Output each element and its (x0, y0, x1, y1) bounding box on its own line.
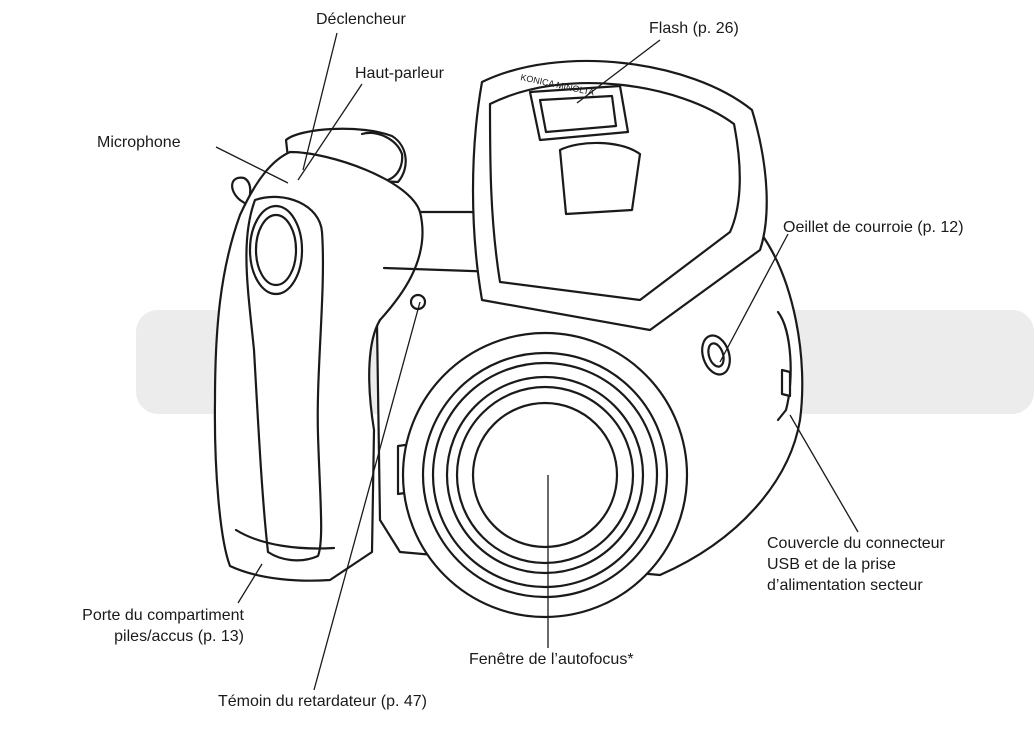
label-temoin: Témoin du retardateur (p. 47) (218, 693, 427, 710)
label-porte-line2: piles/accus (p. 13) (114, 628, 244, 645)
label-couvercle-line3: d’alimentation secteur (767, 577, 923, 594)
leader-microphone (215, 146, 289, 184)
label-haut-parleur: Haut-parleur (355, 65, 444, 82)
leader-haut-parleur (297, 83, 363, 181)
label-couvercle-line2: USB et de la prise (767, 556, 896, 573)
leader-flash (576, 39, 661, 104)
label-flash: Flash (p. 26) (649, 20, 739, 37)
label-autofocus: Fenêtre de l’autofocus* (469, 651, 634, 668)
leader-porte (237, 563, 263, 604)
label-porte-line1: Porte du compartiment (82, 607, 244, 624)
leader-temoin (313, 301, 421, 691)
leader-oeillet (719, 233, 789, 363)
label-declencheur: Déclencheur (316, 11, 406, 28)
leader-declencheur (302, 32, 338, 171)
label-couvercle-line1: Couvercle du connecteur (767, 535, 945, 552)
leader-couvercle (789, 414, 859, 533)
label-microphone: Microphone (97, 134, 181, 151)
label-oeillet: Oeillet de courroie (p. 12) (783, 219, 964, 236)
